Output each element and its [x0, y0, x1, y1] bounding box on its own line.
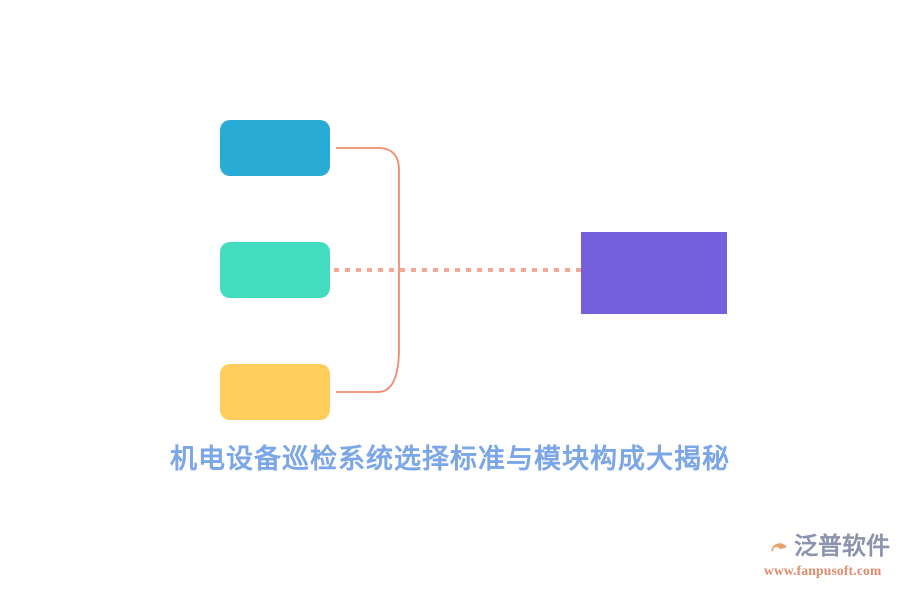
logo-wordmark: 泛普软件: [794, 533, 890, 560]
diagram-node-yellow[interactable]: [220, 364, 330, 420]
logo: 泛普软件: [762, 530, 892, 564]
diagram-node-purple[interactable]: [581, 232, 727, 314]
diagram-node-blue[interactable]: [220, 120, 330, 176]
swoosh-circle-icon: [769, 535, 787, 559]
diagram-node-green[interactable]: [220, 242, 330, 298]
connector-bracket-path: [336, 147, 400, 393]
logo-url: www.fanpusoft.com: [764, 563, 882, 578]
watermark: 泛普软件 www.fanpusoft.com: [762, 530, 892, 586]
page-title: 机电设备巡检系统选择标准与模块构成大揭秘: [170, 444, 730, 474]
